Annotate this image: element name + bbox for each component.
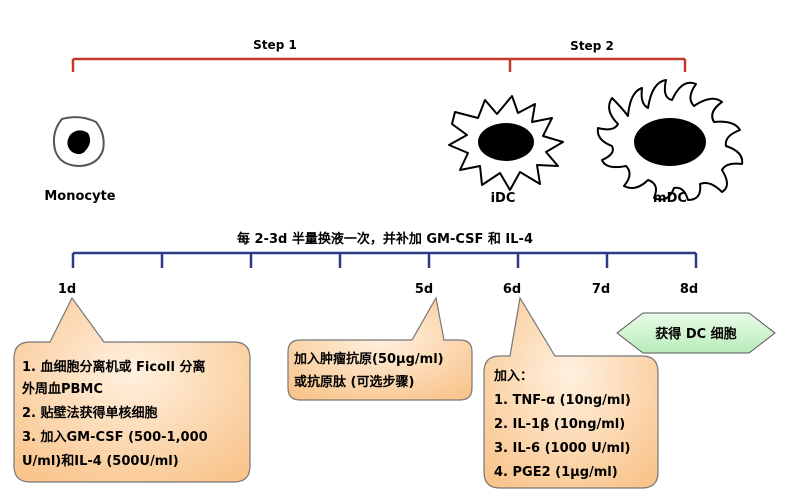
box3-title: 加入：	[493, 369, 533, 384]
box3-line-3: 3. IL-6 (1000 U/ml)	[494, 441, 631, 456]
box1-line-5: U/ml)和IL-4 (500U/ml)	[22, 453, 179, 469]
monocyte-icon	[52, 116, 105, 168]
callout-box-3	[483, 296, 659, 489]
timeline-axis	[71, 251, 698, 268]
callout-box-2	[287, 296, 473, 401]
idc-label: iDC	[491, 191, 516, 206]
day-8-label: 8d	[680, 282, 698, 297]
box3-line-4: 4. PGE2 (1μg/ml)	[494, 465, 618, 480]
result-diamond	[616, 312, 776, 354]
step1-label: Step 1	[253, 38, 297, 52]
day-1-label: 1d	[58, 282, 76, 297]
day-7-label: 7d	[592, 282, 610, 297]
box2-line-1: 加入肿瘤抗原(50μg/ml)	[293, 351, 444, 367]
step-bracket	[71, 57, 687, 72]
callout-box-1	[13, 296, 251, 483]
box1-line-1: 1. 血细胞分离机或 Ficoll 分离	[22, 359, 205, 375]
box1-line-3: 2. 贴壁法获得单核细胞	[22, 405, 158, 421]
result-label: 获得 DC 细胞	[655, 326, 736, 342]
mdc-icon	[596, 79, 744, 201]
box3-line-2: 2. IL-1β (10ng/ml)	[494, 417, 625, 432]
day-6-label: 6d	[503, 282, 521, 297]
idc-icon	[448, 95, 564, 191]
monocyte-label: Monocyte	[44, 189, 115, 204]
step2-label: Step 2	[570, 39, 614, 53]
timeline-caption: 每 2-3d 半量换液一次，并补加 GM-CSF 和 IL-4	[237, 231, 533, 247]
box1-line-2: 外周血PBMC	[21, 381, 103, 397]
mdc-label: mDC	[653, 191, 687, 206]
box2-line-2: 或抗原肽 (可选步骤)	[294, 374, 414, 390]
box3-line-1: 1. TNF-α (10ng/ml)	[494, 393, 631, 408]
day-5-label: 5d	[415, 282, 433, 297]
box1-line-4: 3. 加入GM-CSF (500-1,000	[22, 430, 208, 445]
